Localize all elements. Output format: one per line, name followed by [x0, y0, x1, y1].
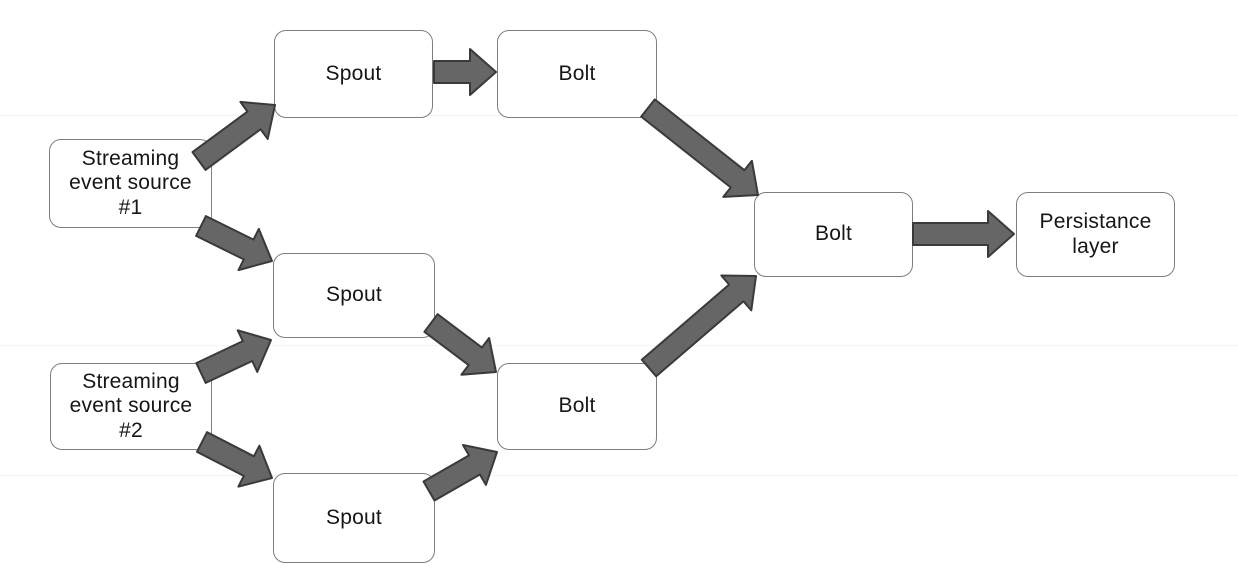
node-source-1: Streaming event source #1 [49, 139, 212, 228]
arrow-bolt-2-to-bolt-3 [640, 274, 757, 378]
node-bolt-2-label: Bolt [558, 394, 596, 418]
node-spout-1-label: Spout [325, 61, 382, 85]
arrow-spout-1-to-bolt-1 [433, 48, 497, 96]
node-bolt-3-label: Bolt [815, 222, 852, 246]
node-source-2: Streaming event source #2 [50, 363, 212, 450]
background-artifact-line [0, 475, 1238, 476]
node-bolt-2: Bolt [497, 363, 657, 450]
node-persistence-layer: Persistance layer [1016, 192, 1175, 277]
node-source-2-label: Streaming event source #2 [69, 369, 193, 442]
node-spout-2-label: Spout [326, 283, 382, 307]
background-artifact-line [0, 345, 1238, 346]
node-bolt-3: Bolt [754, 192, 913, 277]
node-spout-1: Spout [274, 30, 433, 118]
node-spout-2: Spout [273, 253, 435, 338]
node-spout-3-label: Spout [326, 505, 382, 529]
arrow-bolt-3-to-persistence [912, 210, 1015, 258]
node-bolt-1-label: Bolt [558, 61, 596, 85]
node-bolt-1: Bolt [497, 30, 657, 118]
node-spout-3: Spout [273, 473, 435, 563]
node-source-1-label: Streaming event source #1 [69, 146, 192, 219]
node-persistence-layer-label: Persistance layer [1039, 210, 1152, 258]
